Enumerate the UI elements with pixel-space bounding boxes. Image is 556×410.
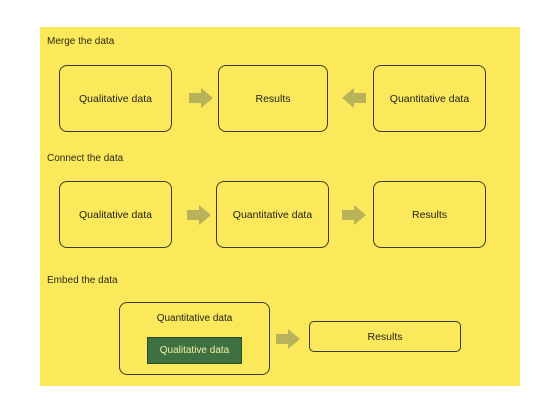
connect-quantitative-box: Quantitative data [216,181,329,248]
arrow-left-icon [342,88,366,108]
connect-section-title: Connect the data [47,153,124,164]
arrow-right-icon [187,205,211,225]
connect-qualitative-box: Qualitative data [59,181,172,248]
arrow-right-icon [342,205,366,225]
merge-quantitative-box: Quantitative data [373,65,486,132]
arrow-right-icon [276,329,300,349]
merge-section-title: Merge the data [47,36,115,47]
embed-section-title: Embed the data [47,275,118,286]
embed-inner-box: Qualitative data [147,337,242,364]
embed-results-box: Results [309,321,461,352]
merge-qualitative-box: Qualitative data [59,65,172,132]
diagram-panel: Merge the data Qualitative data Results … [40,27,520,386]
arrow-right-icon [189,88,213,108]
embed-outer-box: Quantitative data Qualitative data [119,302,270,375]
connect-results-box: Results [373,181,486,248]
embed-outer-label: Quantitative data [156,313,233,324]
merge-results-box: Results [218,65,328,132]
